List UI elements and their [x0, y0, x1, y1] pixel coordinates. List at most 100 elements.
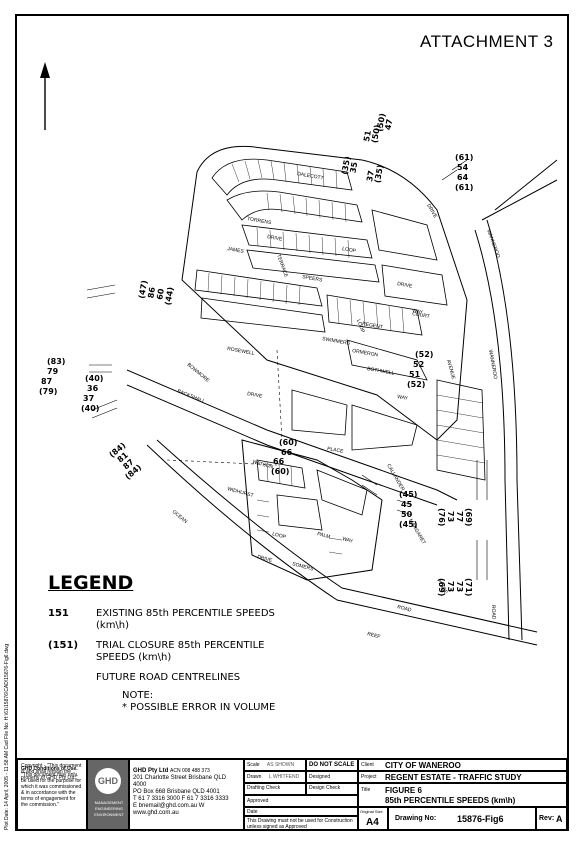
- speed-label: 51: [362, 129, 373, 142]
- speed-label: 47: [384, 118, 395, 131]
- drafting-check-label: Drafting Check: [244, 783, 306, 795]
- speed-label: 37: [365, 170, 376, 183]
- street-label: DRIVE: [267, 234, 284, 243]
- street-label: DRIVE: [397, 281, 414, 290]
- street-label: DRIVE: [247, 391, 264, 400]
- speed-label: 73: [446, 581, 455, 592]
- legend: LEGEND 151 EXISTING 85th PERCENTILE SPEE…: [48, 572, 306, 683]
- speed-label: (69): [464, 508, 473, 526]
- scale-value: AS SHOWN: [266, 762, 295, 768]
- legend-existing: 151 EXISTING 85th PERCENTILE SPEEDS (km\…: [48, 608, 306, 632]
- drawing-no-cell: Drawing No: 15876-Fig6: [388, 807, 536, 830]
- speed-label: (47): [137, 280, 149, 300]
- street-label: REGENT: [362, 321, 384, 331]
- rev-value: A: [556, 814, 563, 824]
- street-label: OCEAN: [171, 509, 189, 525]
- drawn-value: L WHITFEND: [268, 774, 300, 780]
- street-label: BOTHWELL: [367, 366, 395, 377]
- drawn-label: Drawn: [247, 774, 262, 780]
- speed-label: (52): [415, 350, 433, 359]
- street-label: AVENUE: [445, 359, 456, 381]
- company-name: GHD Pty Ltd: [133, 768, 169, 774]
- speed-label: 73: [455, 581, 464, 592]
- speed-label: 60: [155, 288, 166, 301]
- speed-label: (45): [399, 490, 417, 499]
- speed-label: 86: [146, 286, 157, 299]
- note: NOTE: * POSSIBLE ERROR IN VOLUME: [122, 690, 275, 714]
- note-text: * POSSIBLE ERROR IN VOLUME: [122, 702, 276, 713]
- speed-label: (69): [437, 578, 446, 596]
- legend-trial-desc: TRIAL CLOSURE 85th PERCENTILE SPEEDS (km…: [96, 640, 265, 663]
- original-size-cell: Original Size A4: [358, 807, 388, 830]
- speed-label: (79): [39, 387, 57, 396]
- street-label: LOOP: [271, 531, 287, 541]
- title-cell: Title FIGURE 6 85th PERCENTILE SPEEDS (k…: [358, 783, 567, 807]
- project-label: Project: [361, 774, 377, 780]
- legend-future: FUTURE ROAD CENTRELINES: [96, 672, 241, 683]
- company-email: E bnemail@ghd.com.au W www.ghd.com.au: [133, 803, 205, 816]
- speed-label: 66: [273, 457, 285, 466]
- design-check-label: Design Check: [306, 783, 358, 795]
- rev-cell: Rev: A: [536, 807, 567, 830]
- company-address1: 201 Charlotte Street Brisbane QLD 4000: [133, 775, 227, 788]
- speed-label: (61): [455, 153, 473, 162]
- speed-label: 36: [87, 384, 99, 393]
- ghd-logo-icon: GHD: [95, 768, 121, 794]
- street-label: WANNEROO: [485, 229, 501, 259]
- street-label: ORMERON: [352, 348, 379, 359]
- speed-label: 54: [457, 163, 469, 172]
- company-cell: GHD Pty Ltd ACN 008 488 373 201 Charlott…: [129, 759, 244, 830]
- ghd-logo-panel: GHD MANAGEMENT ENGINEERING ENVIRONMENT: [87, 759, 129, 830]
- conditions-text: "This document may only be used for the …: [21, 772, 82, 808]
- street-label: WIDHURST: [226, 486, 254, 499]
- speed-label: (83): [47, 357, 65, 366]
- speed-label: 45: [401, 500, 413, 509]
- title-line1: FIGURE 6: [385, 786, 422, 795]
- scale-cell: Scale AS SHOWN: [244, 759, 306, 771]
- street-label: BACKSHALL: [176, 388, 206, 405]
- speed-label: (60): [271, 467, 289, 476]
- street-label: PALM: [316, 531, 330, 540]
- street-label: REEF: [366, 631, 380, 640]
- title-label: Title: [361, 787, 371, 793]
- drawing-no-label: Drawing No:: [395, 815, 437, 822]
- copyright-text: Copyright - "This document is and shall …: [21, 763, 82, 781]
- street-label: SPEERS: [302, 274, 324, 284]
- speed-label: (40): [85, 374, 103, 383]
- street-label: ROAD: [396, 604, 412, 614]
- speed-label: (60): [279, 438, 297, 447]
- speed-label: 35: [349, 161, 360, 174]
- client-cell: Client CITY OF WANEROO: [358, 759, 567, 771]
- speed-label: 37: [83, 394, 94, 403]
- ghd-logo-sub: MANAGEMENT ENGINEERING ENVIRONMENT: [94, 800, 124, 817]
- drawing-sheet-border: [15, 14, 569, 831]
- speed-label: (61): [455, 183, 473, 192]
- street-label: SWIMMERS: [322, 336, 351, 347]
- do-not-scale: DO NOT SCALE: [306, 759, 358, 771]
- company-address2: PO Box 668 Brisbane QLD 4001: [133, 789, 220, 795]
- drawing-no-value: 15876-Fig6: [457, 814, 504, 824]
- legend-trial: (151) TRIAL CLOSURE 85th PERCENTILE SPEE…: [48, 640, 306, 664]
- speed-label: (44): [163, 286, 175, 306]
- street-label: WATSON: [251, 459, 274, 470]
- rev-label: Rev:: [539, 815, 555, 822]
- approved-label: Approved: [244, 795, 358, 807]
- size-value: A4: [366, 817, 379, 828]
- street-label: DRIVE: [425, 203, 438, 220]
- speed-label: (50): [375, 113, 387, 133]
- street-label: WAY: [341, 536, 354, 545]
- speed-label: 79: [47, 367, 59, 376]
- street-label: LOOP: [355, 319, 366, 335]
- speed-label: (50): [370, 124, 382, 144]
- conditions-title: GHD Conditions of Use.: [21, 766, 78, 772]
- street-label: DALECOTT: [297, 171, 324, 182]
- speed-label: (71): [464, 578, 473, 596]
- speed-label: 66: [281, 448, 293, 457]
- speed-label: (35): [340, 156, 352, 176]
- speed-label: 77: [455, 511, 464, 522]
- street-label: DRIVE: [256, 554, 273, 564]
- project-cell: Project REGENT ESTATE - TRAFFIC STUDY: [358, 771, 567, 783]
- company-acn: ACN 008 488 373: [170, 768, 210, 774]
- designed-label: Designed: [306, 771, 358, 783]
- speed-label: 51: [409, 370, 421, 379]
